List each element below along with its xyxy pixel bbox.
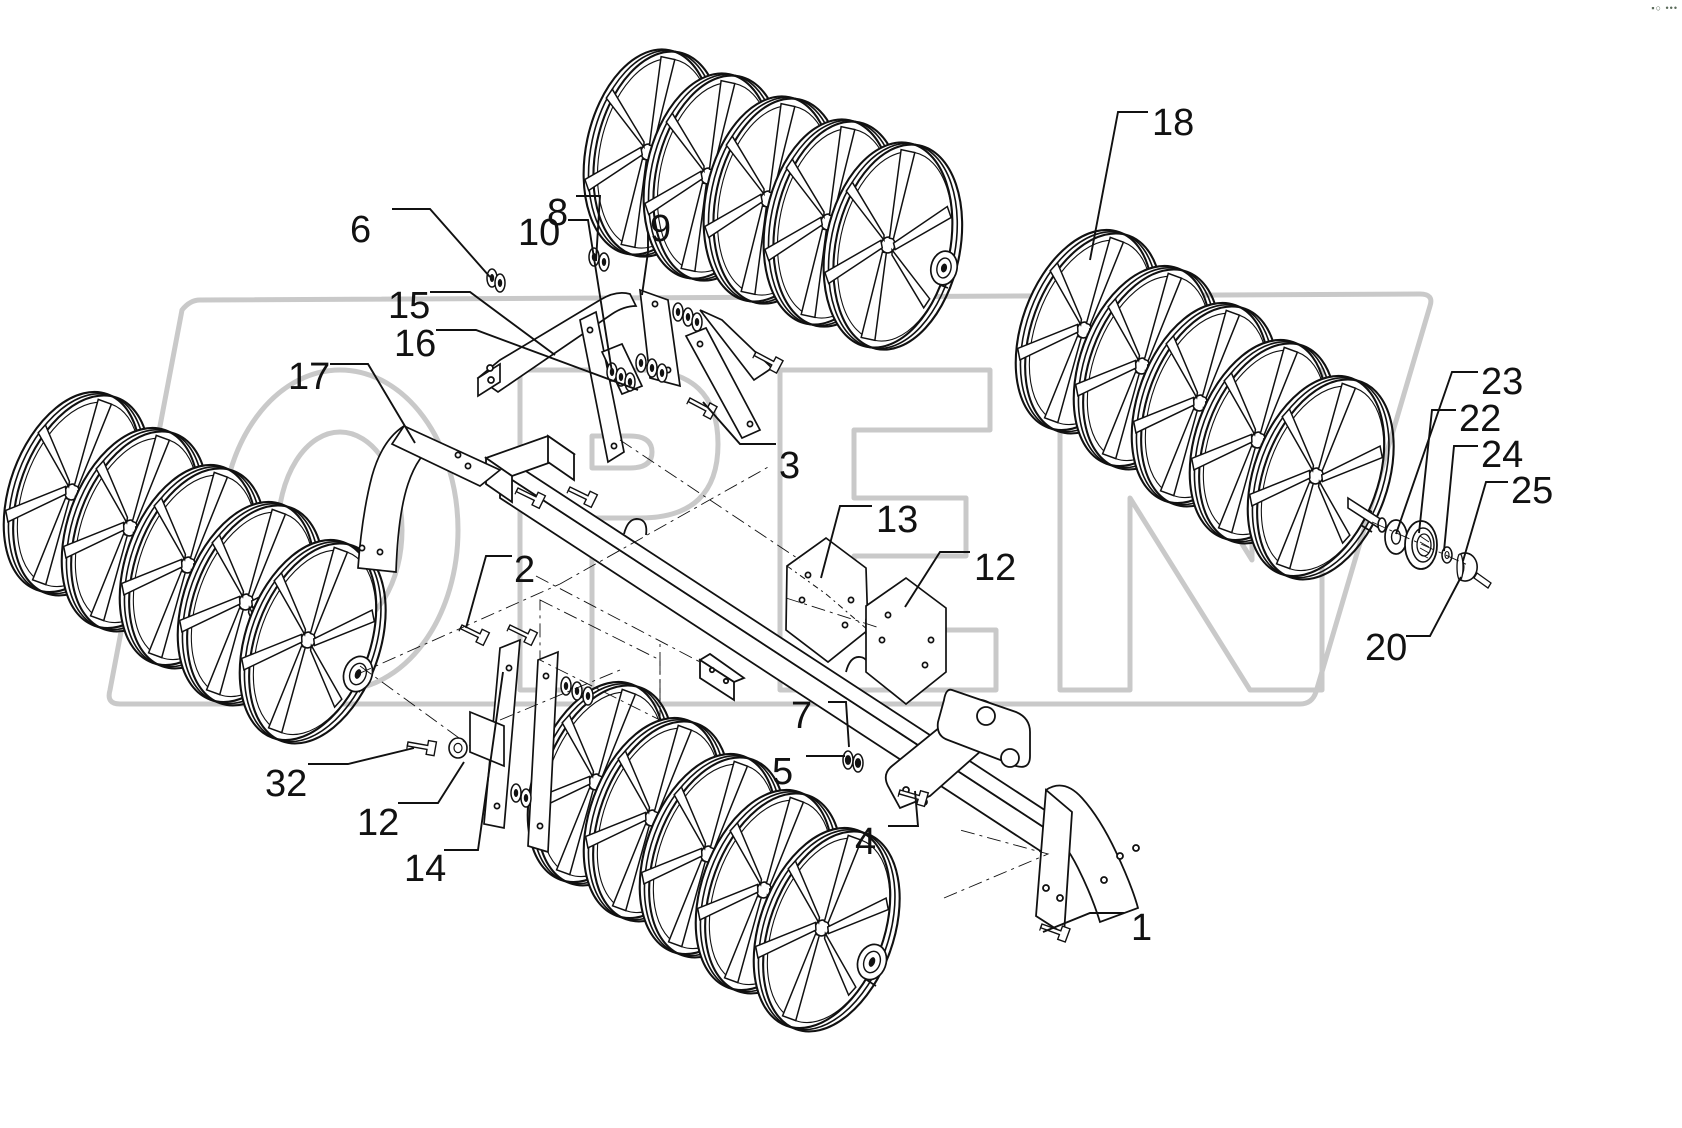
callout-label-15[interactable]: 15 [388, 285, 431, 327]
callout-label-8[interactable]: 8 [547, 192, 569, 234]
callout-label-24[interactable]: 24 [1481, 434, 1524, 476]
left-roller-gang [0, 372, 413, 764]
callout-label-20[interactable]: 20 [1365, 627, 1408, 669]
callout-label-32[interactable]: 32 [265, 763, 308, 805]
callout-label-13[interactable]: 13 [876, 499, 919, 541]
callout-label-6[interactable]: 6 [350, 209, 372, 251]
scraper-bracket-right [1035, 784, 1140, 943]
callout-label-23[interactable]: 23 [1481, 361, 1524, 403]
callout-label-7[interactable]: 7 [791, 695, 813, 737]
callout-label-12-right[interactable]: 12 [974, 547, 1017, 589]
callout-leaders [308, 111, 1508, 933]
top-roller-gang [564, 36, 982, 363]
callout-label-22[interactable]: 22 [1459, 398, 1502, 440]
callout-label-17[interactable]: 17 [288, 356, 331, 398]
lower-linkage-arms [448, 638, 559, 854]
callout-label-14[interactable]: 14 [404, 848, 447, 890]
callout-label-12-left[interactable]: 12 [357, 802, 400, 844]
upper-linkage-arms [476, 288, 774, 464]
mounting-plates [785, 536, 947, 706]
callout-label-4[interactable]: 4 [855, 821, 877, 863]
hub-bearing-stack [1384, 519, 1492, 589]
construction-lines [357, 439, 1471, 899]
scraper-bracket-left [357, 424, 502, 573]
corner-artifact-mark: ▪○ ••• [1651, 3, 1678, 13]
callout-label-10[interactable]: 10 [518, 212, 561, 254]
callout-label-2[interactable]: 2 [514, 549, 536, 591]
callout-label-16[interactable]: 16 [394, 323, 437, 365]
right-roller-gang [989, 210, 1421, 600]
callout-label-3[interactable]: 3 [779, 445, 801, 487]
callout-label-5[interactable]: 5 [772, 751, 794, 793]
callout-label-1[interactable]: 1 [1131, 907, 1153, 949]
callout-label-9[interactable]: 9 [650, 208, 672, 250]
callout-label-25[interactable]: 25 [1511, 470, 1554, 512]
swing-arm-right [842, 688, 1031, 810]
callout-label-18[interactable]: 18 [1152, 102, 1195, 144]
bottom-roller-gang [501, 662, 927, 1052]
